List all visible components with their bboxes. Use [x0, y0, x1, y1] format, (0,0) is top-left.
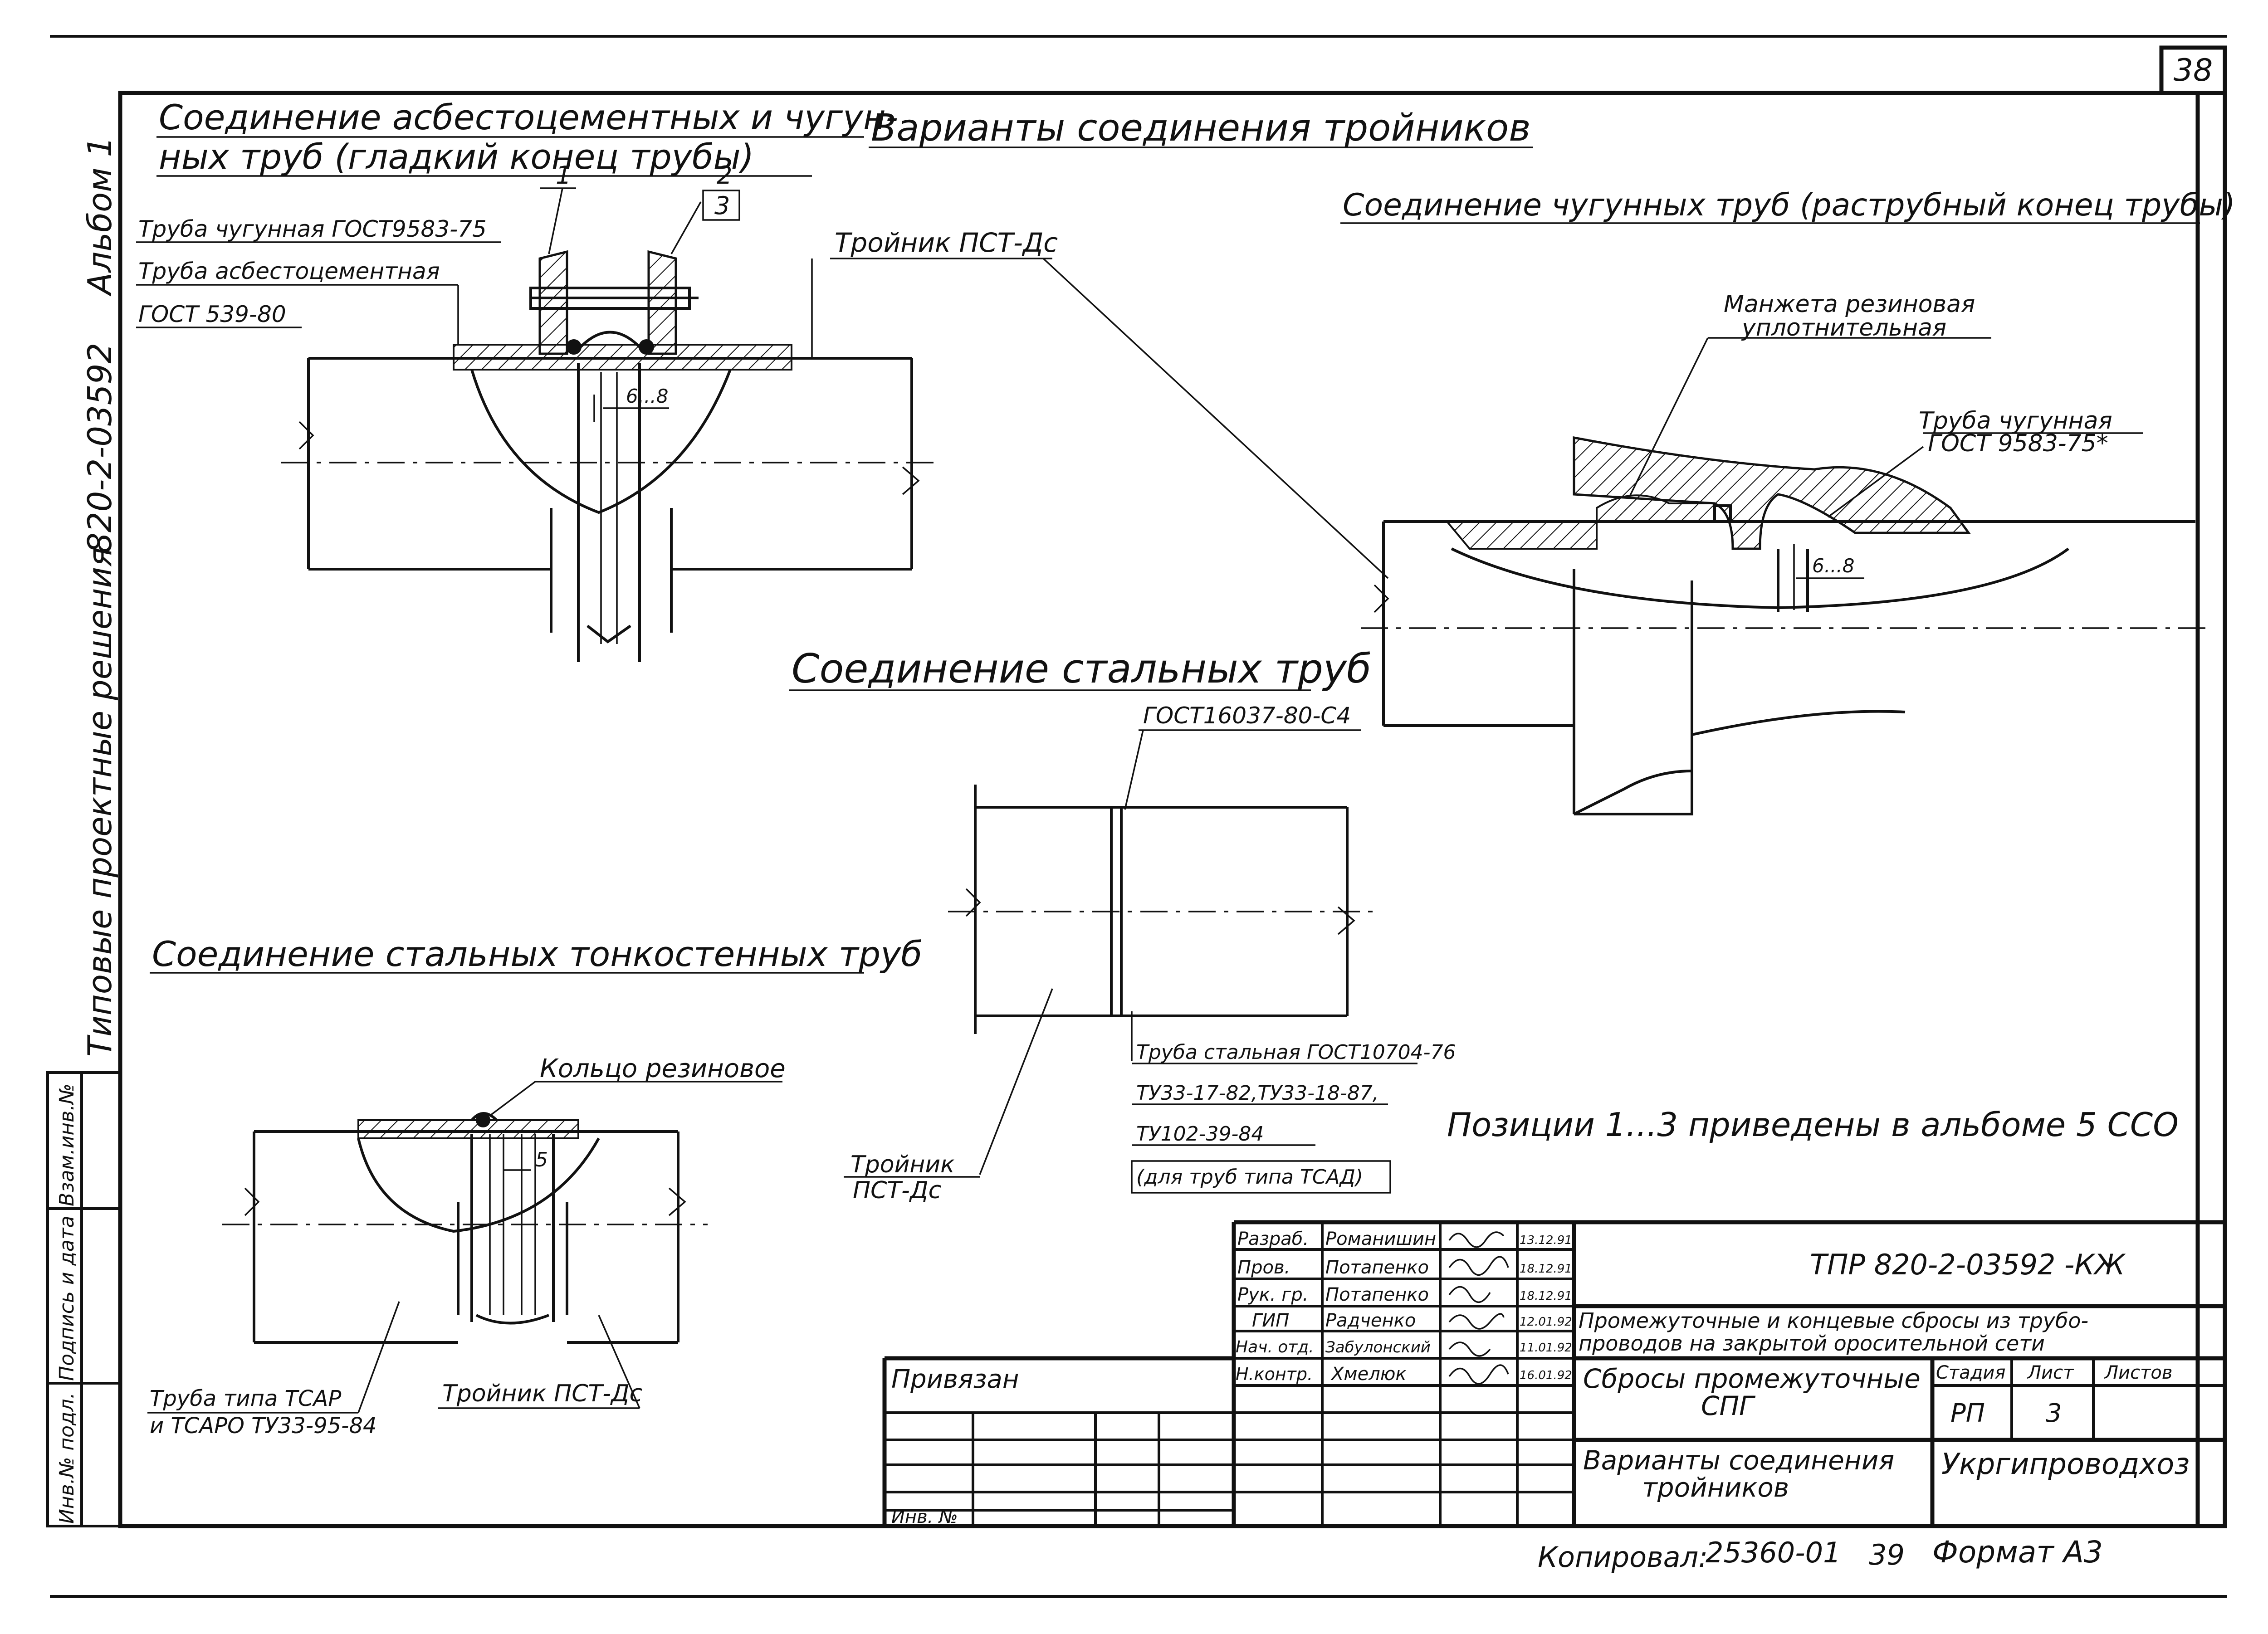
- callout-tsar-pipe-2: и ТСАРО ТУ33-95-84: [150, 1413, 377, 1439]
- drawing-name-1: Варианты соединения: [1583, 1445, 1894, 1476]
- callout-position-3: 3: [714, 191, 730, 220]
- callout-pipe-asbestos: Труба асбестоцементная: [138, 258, 440, 284]
- project-title-1: Промежуточные и концевые сбросы из трубо…: [1579, 1308, 2088, 1333]
- inv-label: Инв. №: [891, 1507, 958, 1527]
- callout-ci-pipe-2: ГОСТ 9583-75*: [1928, 430, 2108, 457]
- callout-cuff-2: уплотнительная: [1741, 314, 1946, 341]
- role-5: Н.контр.: [1236, 1364, 1313, 1384]
- side-table-inv-original: Инв.№ подл.: [55, 1392, 78, 1524]
- callout-tee-top: Тройник ПСТ-Дс: [835, 227, 1058, 258]
- date-3: 12.01.92: [1520, 1315, 1572, 1329]
- name-4: Забулонский: [1325, 1338, 1431, 1356]
- side-code-label: 820-2-03592: [81, 343, 119, 553]
- heading-asbestos-cast-iron-1: Соединение асбестоцементных и чугун-: [159, 97, 898, 137]
- title-block-grid: [882, 1220, 2225, 1526]
- positions-note: Позиции 1...3 приведены в альбоме 5 ССО: [1447, 1106, 2179, 1144]
- heading-steel: Соединение стальных труб: [792, 645, 1371, 692]
- heading-asbestos-cast-iron-2: ных труб (гладкий конец трубы): [159, 137, 754, 177]
- drawing-name-2: тройников: [1642, 1472, 1789, 1503]
- sheet-number: 38: [2174, 53, 2213, 88]
- callout-steel-pipe-2: ТУ33-17-82,ТУ33-18-87,: [1136, 1082, 1379, 1105]
- callout-pipe-cast-iron-gost: Труба чугунная ГОСТ9583-75: [138, 216, 487, 242]
- detail-thin-steel-joint: [222, 1081, 708, 1413]
- side-series-label: Типовые проектные решения: [81, 547, 119, 1057]
- sheet-value: 3: [2046, 1399, 2062, 1428]
- date-5: 16.01.92: [1520, 1369, 1572, 1382]
- detail-steel-joint: [948, 730, 1374, 1175]
- object-name-1: Сбросы промежуточные: [1583, 1363, 1921, 1394]
- name-5: Хмелюк: [1330, 1364, 1407, 1385]
- copied-label: Копировал:: [1538, 1541, 1708, 1574]
- dimension-gap-a: 6...8: [626, 385, 669, 407]
- bound-label: Привязан: [891, 1365, 1019, 1394]
- sheets-label: Листов: [2104, 1362, 2172, 1383]
- dimension-gap-b: 6...8: [1812, 555, 1855, 577]
- side-album-label: Альбом 1: [81, 137, 119, 297]
- callout-position-2: 2: [717, 161, 732, 190]
- callout-tee-steel-2: ПСТ-Дс: [853, 1177, 941, 1204]
- name-2: Потапенко: [1325, 1284, 1429, 1305]
- date-0: 13.12.91: [1520, 1234, 1572, 1247]
- side-table-signature-date: Подпись и дата: [55, 1216, 78, 1381]
- signatures: [1448, 1231, 1509, 1385]
- role-3: ГИП: [1252, 1310, 1289, 1331]
- stage-label: Стадия: [1936, 1362, 2005, 1383]
- role-2: Рук. гр.: [1237, 1284, 1309, 1305]
- format-label: Формат А3: [1932, 1535, 2103, 1570]
- callout-cuff-1: Манжета резиновая: [1724, 291, 1975, 318]
- callout-rubber-ring: Кольцо резиновое: [540, 1054, 786, 1083]
- callout-tsar-pipe-1: Труба типа ТСАР: [150, 1386, 341, 1411]
- object-name-2: СПГ: [1701, 1390, 1756, 1421]
- date-4: 11.01.92: [1520, 1341, 1572, 1355]
- heading-cast-iron: Соединение чугунных труб (раструбный кон…: [1343, 187, 2235, 223]
- callout-ci-pipe-1: Труба чугунная: [1919, 407, 2112, 434]
- callout-tee-thin: Тройник ПСТ-Дс: [442, 1380, 642, 1407]
- detail-cast-iron-socket: [1361, 337, 2214, 815]
- callout-position-1: 1: [556, 161, 571, 190]
- callout-steel-pipe-1: Труба стальная ГОСТ10704-76: [1136, 1041, 1456, 1064]
- name-1: Потапенко: [1325, 1257, 1429, 1278]
- copy-sheet: 39: [1869, 1538, 1905, 1571]
- role-1: Пров.: [1237, 1257, 1290, 1278]
- callout-gost-539: ГОСТ 539-80: [138, 301, 286, 327]
- sheet-label: Лист: [2027, 1362, 2074, 1383]
- role-0: Разраб.: [1237, 1229, 1309, 1249]
- heading-main: Варианты соединения тройников: [871, 107, 1531, 150]
- name-0: Романишин: [1325, 1229, 1436, 1249]
- copy-number: 25360-01: [1706, 1536, 1841, 1569]
- date-1: 18.12.91: [1520, 1262, 1572, 1276]
- heading-thin-steel: Соединение стальных тонкостенных труб: [152, 934, 922, 974]
- detail-asbestos-joint: [281, 188, 934, 662]
- callout-steel-pipe-3: ТУ102-39-84: [1136, 1122, 1264, 1146]
- organization: Укргипроводхоз: [1941, 1448, 2190, 1481]
- callout-weld-gost: ГОСТ16037-80-С4: [1143, 702, 1351, 729]
- callout-steel-pipe-4: (для труб типа ТСАД): [1136, 1166, 1363, 1189]
- name-3: Радченко: [1325, 1310, 1416, 1331]
- project-title-2: проводов на закрытой оросительной сети: [1579, 1331, 2045, 1356]
- side-approval-table: [46, 1071, 122, 1527]
- role-4: Нач. отд.: [1236, 1338, 1314, 1356]
- date-2: 18.12.91: [1520, 1289, 1572, 1303]
- doc-code: ТПР 820-2-03592 -КЖ: [1810, 1248, 2126, 1281]
- stage-value: РП: [1950, 1399, 1985, 1428]
- side-table-replaced-inv: Взам.инв.№: [55, 1083, 78, 1206]
- callout-tee-steel-1: Тройник: [850, 1151, 955, 1178]
- dimension-gap-c: 5: [535, 1148, 548, 1171]
